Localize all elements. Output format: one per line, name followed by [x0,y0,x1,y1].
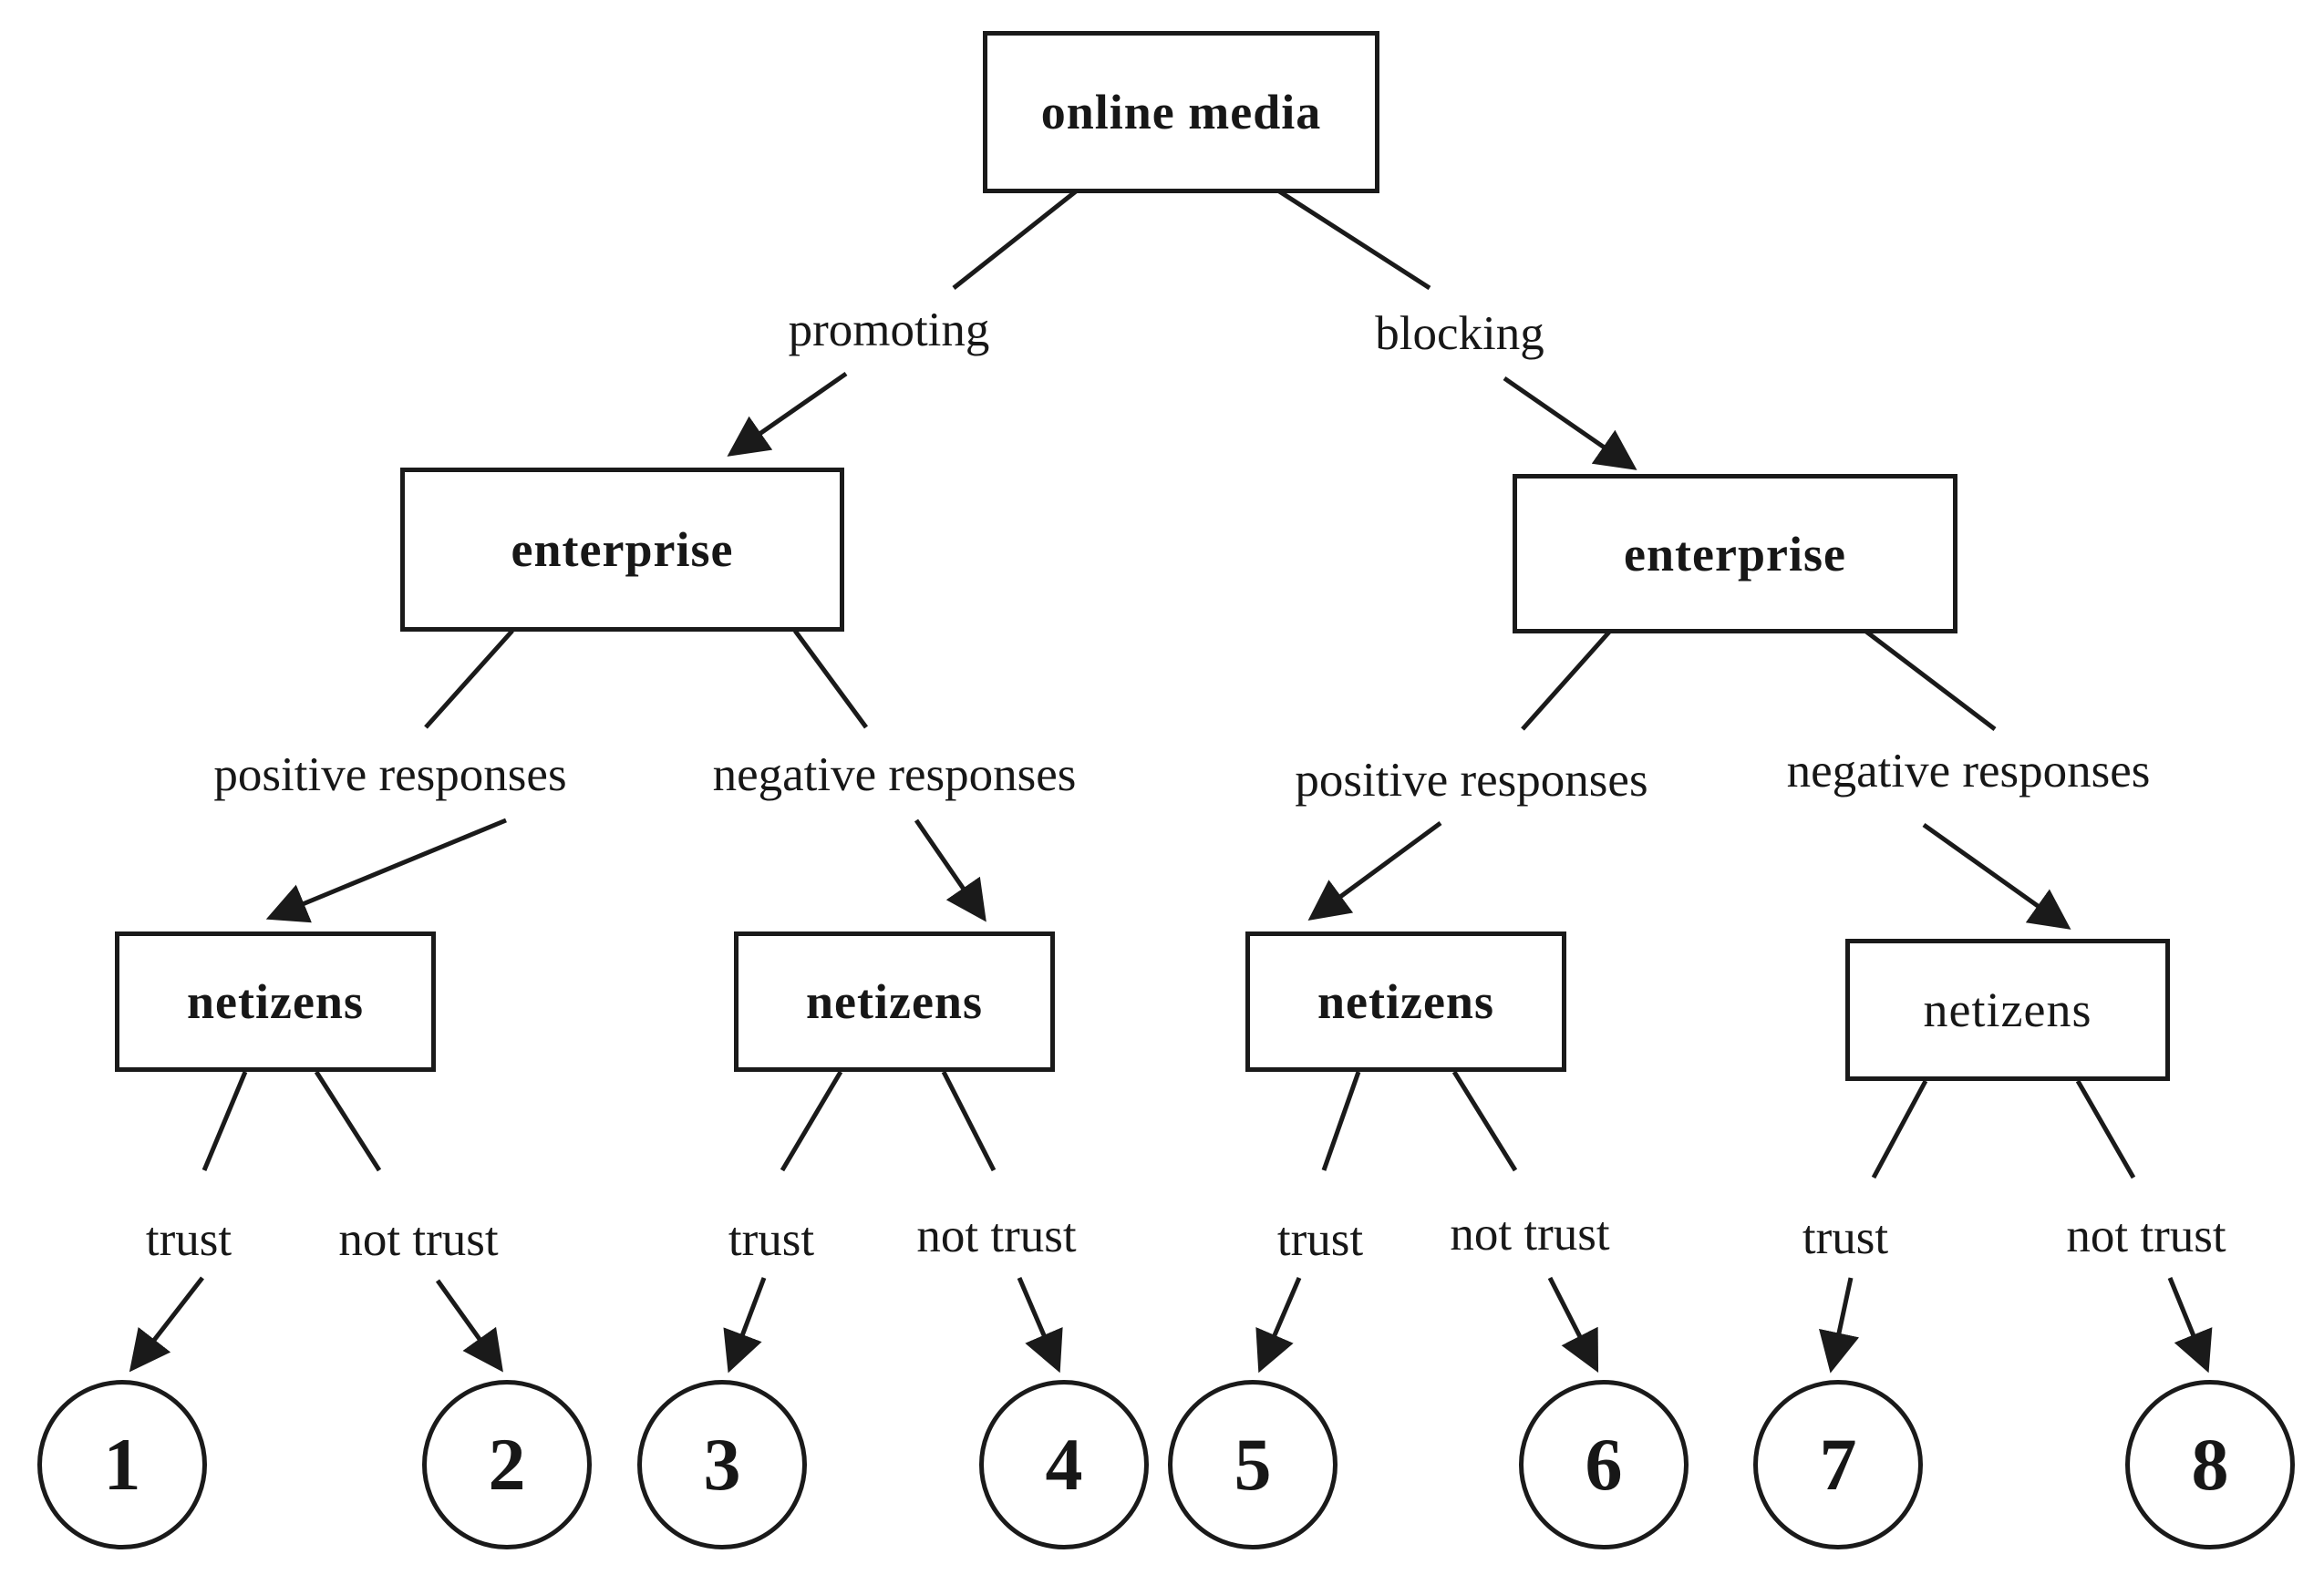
leaf-circle-2: 2 [422,1380,592,1549]
leaf-circle-4: 4 [979,1380,1149,1549]
edge-label-positive-responses-left: positive responses [213,748,567,801]
edge-line-ent1-positive [424,629,514,729]
edge-label-negative-responses-right: negative responses [1786,745,2151,798]
edge-line-root-promoting [952,186,1082,290]
edge-arrow-trust4-leaf7 [1819,1277,1860,1374]
edge-label-blocking: blocking [1375,307,1544,360]
edge-arrow-nottrust2-leaf4 [1017,1277,1063,1374]
edge-line-net2-nottrust [941,1070,997,1172]
edge-line-net4-trust [1871,1079,1928,1179]
edge-arrow-trust3-leaf5 [1255,1277,1302,1374]
edge-label-trust-4: trust [1802,1211,1889,1264]
edge-label-not-trust-4: not trust [2066,1209,2226,1262]
leaf-circle-1: 1 [37,1380,207,1549]
edge-arrow-promoting-enterprise [727,371,848,457]
edge-arrow-nottrust1-leaf2 [435,1279,503,1373]
edge-line-ent2-positive [1521,627,1614,731]
leaf-circle-3: 3 [637,1380,807,1549]
edge-line-net2-trust [780,1070,843,1172]
node-netizens-1: netizens [115,931,436,1072]
edge-label-promoting: promoting [788,304,990,356]
edge-line-net3-trust [1321,1071,1361,1171]
edge-label-negative-responses-left: negative responses [712,748,1077,801]
edge-label-not-trust-2: not trust [916,1209,1077,1262]
leaf-circle-6: 6 [1519,1380,1689,1549]
node-enterprise-left: enterprise [400,468,844,632]
edge-arrow-trust2-leaf3 [723,1277,767,1374]
node-netizens-2: netizens [734,931,1055,1072]
edge-label-positive-responses-right: positive responses [1295,754,1648,807]
node-netizens-4: netizens [1845,939,2170,1081]
node-enterprise-right: enterprise [1513,474,1957,633]
edge-label-trust-1: trust [145,1213,232,1266]
edge-arrow-positive1-netizens [265,818,507,923]
edge-arrow-positive2-netizens [1307,820,1442,921]
edge-line-ent2-negative [1861,627,1997,731]
node-netizens-3: netizens [1245,931,1566,1072]
edge-line-net3-nottrust [1451,1070,1518,1172]
edge-line-net1-trust [201,1071,248,1171]
edge-arrow-nottrust3-leaf6 [1547,1276,1599,1374]
edge-line-net1-nottrust [314,1070,382,1172]
node-online-media: online media [983,31,1379,193]
leaf-circle-5: 5 [1168,1380,1338,1549]
edge-line-root-blocking [1272,185,1431,291]
edge-arrow-nottrust4-leaf8 [2167,1277,2213,1374]
edge-arrow-blocking-enterprise [1503,376,1637,470]
edge-label-not-trust-3: not trust [1450,1208,1610,1261]
edge-arrow-negative1-netizens [914,818,986,922]
leaf-circle-8: 8 [2125,1380,2295,1549]
edge-label-trust-3: trust [1276,1213,1364,1266]
edge-label-trust-2: trust [728,1213,815,1266]
edge-line-ent1-negative [792,629,869,729]
edge-label-not-trust-1: not trust [338,1213,499,1266]
edge-arrow-trust1-leaf1 [129,1276,204,1373]
edge-line-net4-nottrust [2075,1079,2136,1179]
edge-arrow-negative2-netizens [1922,822,2071,930]
leaf-circle-7: 7 [1753,1380,1923,1549]
